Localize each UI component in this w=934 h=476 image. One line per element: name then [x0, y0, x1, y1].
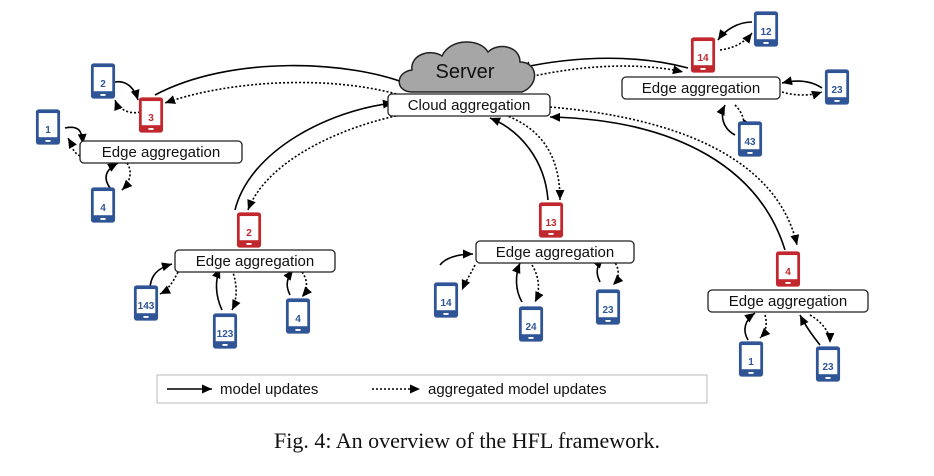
cloud-aggregation-box: Cloud aggregation	[387, 93, 551, 117]
client-digits: 4	[100, 203, 106, 214]
legend-dotted-label: aggregated model updates	[428, 381, 606, 398]
connection-arrows	[64, 21, 835, 346]
edge-device-left: 3	[138, 97, 164, 133]
edge-digits-top-right: 14	[697, 53, 709, 64]
cluster-center: 13 Edge aggregation 14 24 23	[433, 202, 635, 342]
edge-digits-center: 13	[545, 218, 557, 229]
edge-device-bottom-right: 4	[775, 251, 801, 287]
server-cloud: Server	[398, 41, 536, 93]
client-digits: 23	[822, 362, 834, 373]
arrow-br-edge-to-cloud	[549, 112, 786, 251]
client-digits: 143	[138, 301, 155, 312]
client-device: 123	[212, 313, 238, 349]
arrow-center-edge-to-cloud	[489, 117, 549, 201]
arrow-tr-edge-to-cloud	[519, 57, 689, 71]
client-device: 23	[595, 289, 621, 325]
client-digits: 14	[440, 298, 452, 309]
client-digits: 4	[295, 314, 301, 325]
edge-device-top-right: 14	[690, 37, 716, 73]
edge-aggregation-label-center: Edge aggregation	[496, 244, 614, 261]
edge-device-center: 13	[538, 202, 564, 238]
client-digits: 23	[602, 305, 614, 316]
client-device: 2	[90, 63, 116, 99]
client-digits: 123	[217, 329, 234, 340]
cluster-bottom-right: 4 Edge aggregation 1 23	[707, 251, 869, 382]
edge-aggregation-box-top-right: Edge aggregation	[621, 76, 781, 100]
arrow-cloud-to-br-edge	[549, 106, 800, 246]
client-device: 4	[285, 298, 311, 334]
client-digits: 23	[831, 85, 843, 96]
client-device: 4	[90, 187, 116, 223]
client-device: 1	[738, 341, 764, 377]
edge-device-center-left: 2	[236, 212, 262, 248]
client-device: 24	[518, 306, 544, 342]
edge-aggregation-label-center-left: Edge aggregation	[196, 253, 314, 270]
edge-aggregation-label-bottom-right: Edge aggregation	[729, 293, 847, 310]
edge-aggregation-label-left: Edge aggregation	[102, 144, 220, 161]
cluster-left: 3 Edge aggregation 1 2 4	[35, 63, 243, 223]
client-digits: 24	[525, 322, 537, 333]
client-device: 143	[133, 285, 159, 321]
client-digits: 1	[45, 125, 51, 136]
legend: model updates aggregated model updates	[156, 374, 708, 404]
arrow-cloud-to-cl-edge	[247, 114, 401, 211]
cloud-aggregation-label: Cloud aggregation	[408, 97, 531, 114]
arrow-left-edge-to-cloud	[154, 64, 411, 96]
client-digits: 1	[748, 357, 754, 368]
client-device: 23	[824, 69, 850, 105]
arrow-cloud-to-tr-edge	[524, 65, 684, 79]
edge-aggregation-box-left: Edge aggregation	[79, 140, 243, 164]
client-device: 12	[753, 11, 779, 47]
edge-aggregation-box-center-left: Edge aggregation	[174, 249, 336, 273]
client-digits: 12	[760, 27, 772, 38]
edge-aggregation-label-top-right: Edge aggregation	[642, 80, 760, 97]
arrow-cloud-to-center-edge	[504, 114, 565, 201]
arrow-cloud-to-left-edge	[164, 81, 401, 104]
cluster-center-left: 2 Edge aggregation 143 123 4	[133, 212, 336, 349]
edge-digits-bottom-right: 4	[785, 267, 791, 278]
legend-solid-label: model updates	[220, 381, 318, 398]
client-device: 14	[433, 282, 459, 318]
client-digits: 2	[100, 79, 106, 90]
server-label: Server	[436, 61, 495, 83]
client-digits: 43	[744, 137, 756, 148]
client-device: 23	[815, 346, 841, 382]
cloud-shape	[398, 41, 536, 93]
client-device: 1	[35, 109, 61, 145]
edge-digits-center-left: 2	[246, 228, 252, 239]
edge-aggregation-box-bottom-right: Edge aggregation	[707, 289, 869, 313]
figure-caption: Fig. 4: An overview of the HFL framework…	[274, 428, 660, 453]
edge-digits-left: 3	[148, 113, 154, 124]
arrow-cl-edge-to-cloud	[234, 99, 394, 211]
edge-aggregation-box-center: Edge aggregation	[475, 240, 635, 264]
cluster-top-right: 14 Edge aggregation 12 23 43	[621, 11, 850, 157]
client-device: 43	[737, 121, 763, 157]
